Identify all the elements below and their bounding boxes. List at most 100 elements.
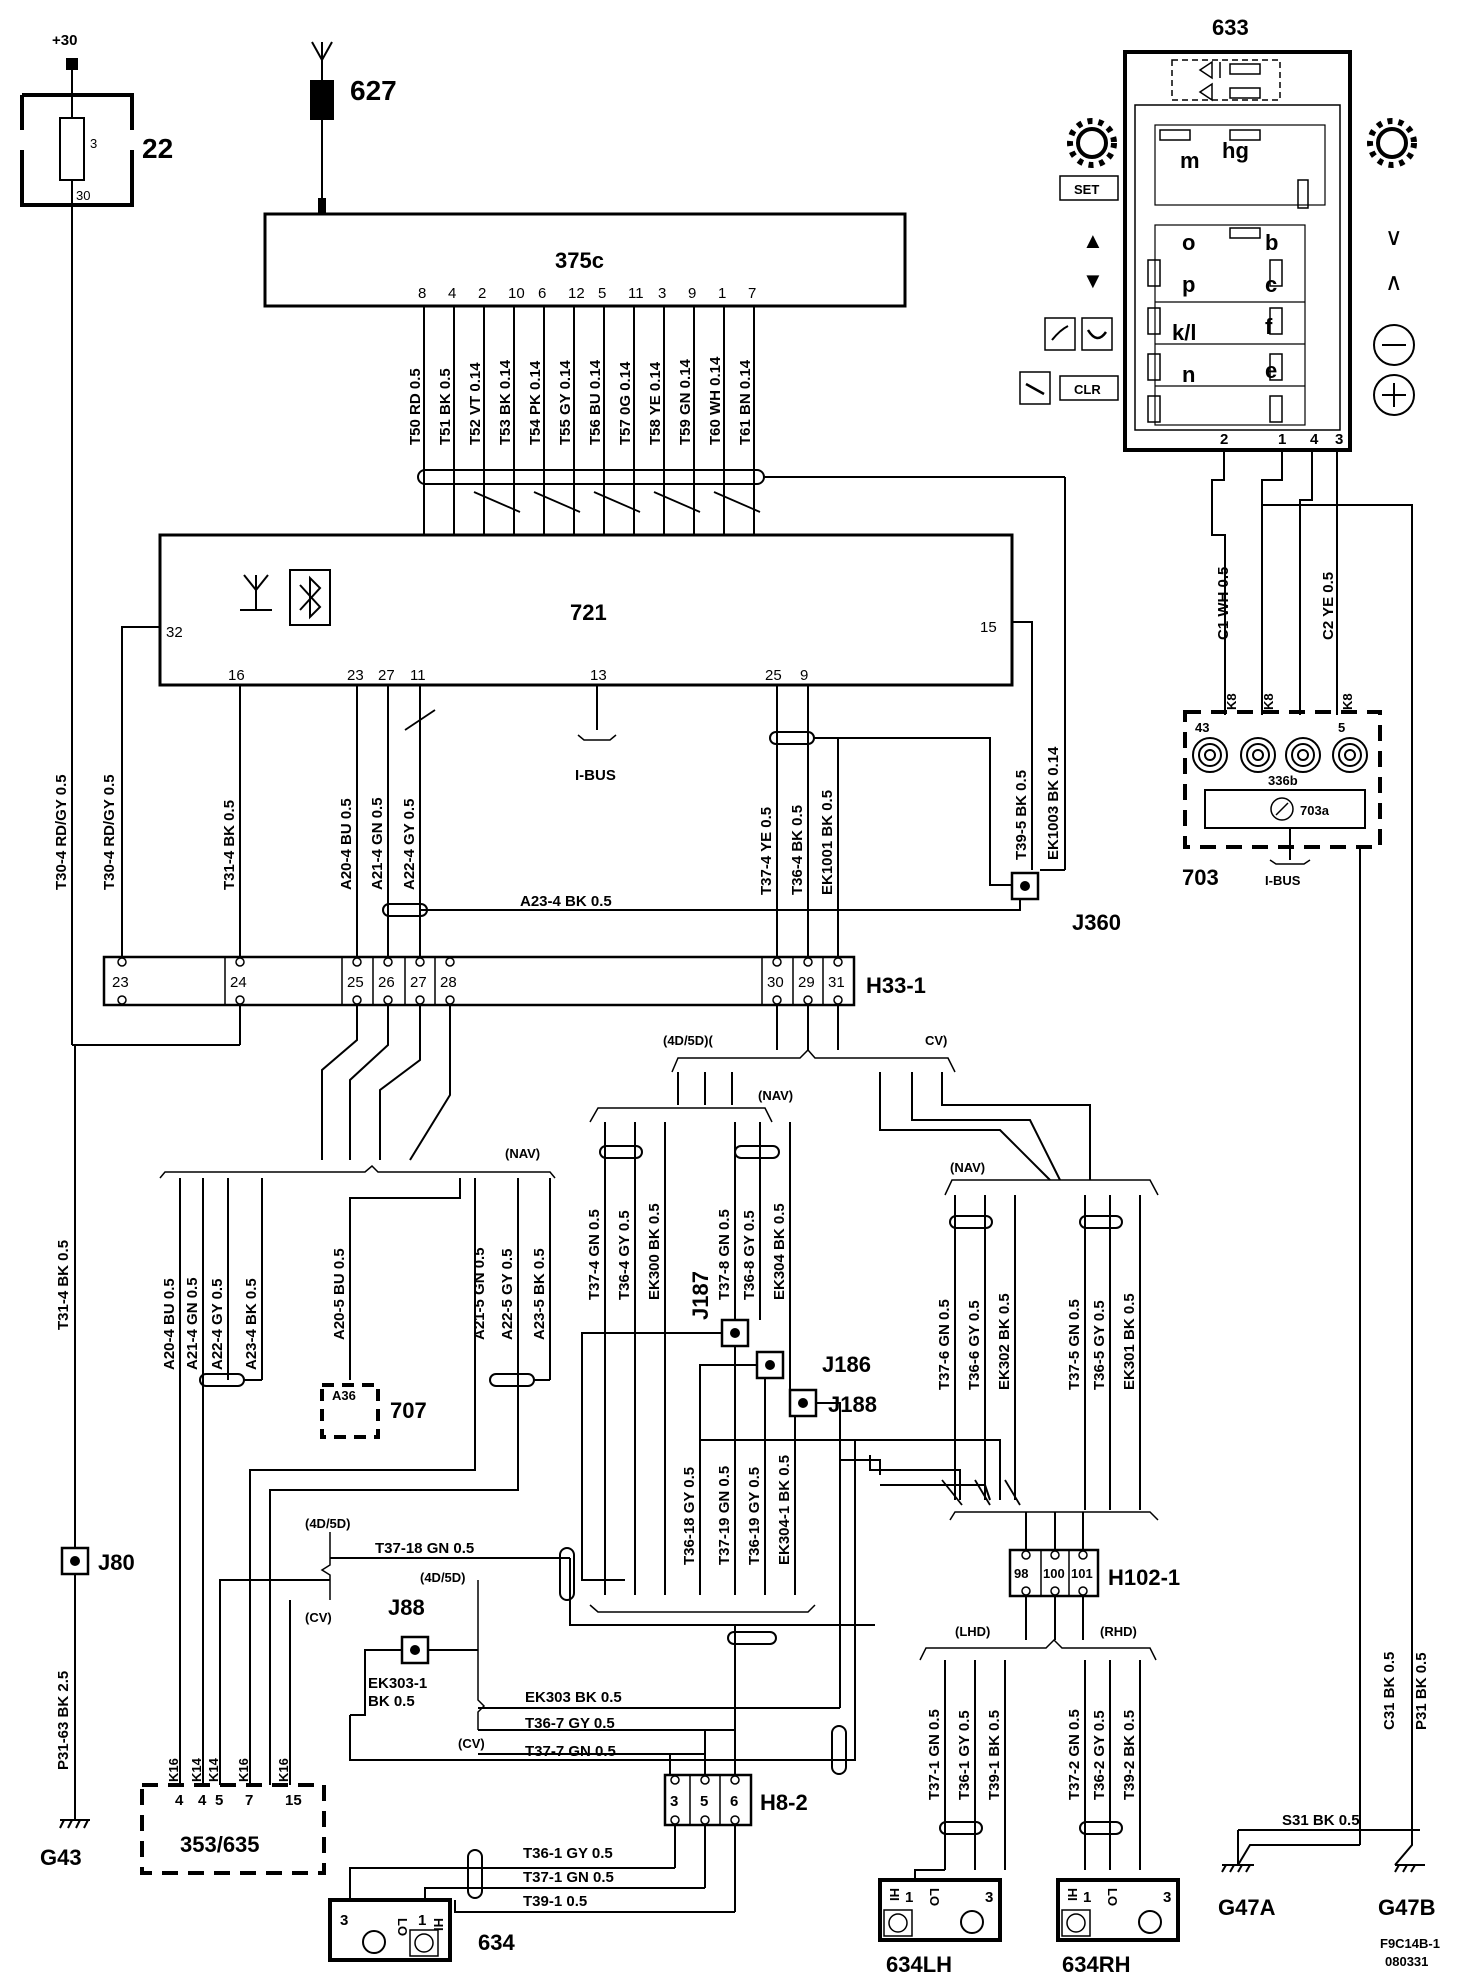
junction-J187-label: J187 — [688, 1271, 713, 1320]
wire-ek304: EK304 BK 0.5 — [771, 1203, 788, 1300]
wire-t3619: T36-19 GY 0.5 — [746, 1467, 763, 1565]
wire-ek300: EK300 BK 0.5 — [646, 1203, 663, 1300]
wire-a214b: A21-4 GN 0.5 — [184, 1277, 201, 1370]
clr-button-label: CLR — [1074, 382, 1101, 397]
wire-ek1003: EK1003 BK 0.14 — [1045, 746, 1062, 860]
chevron-down-icon: ∨ — [1385, 224, 1403, 251]
wire-t374b: T37-4 GN 0.5 — [586, 1209, 603, 1300]
wire-t362: T36-2 GY 0.5 — [1091, 1710, 1108, 1800]
wire-t3718: T37-18 GN 0.5 — [375, 1540, 474, 1557]
wire-t365: T36-5 GY 0.5 — [1091, 1300, 1108, 1390]
switch-kl: k/l — [1172, 320, 1196, 345]
coil-icon-4 — [1332, 737, 1368, 773]
clr-button: CLR — [1059, 375, 1119, 401]
antenna-small-icon — [240, 574, 272, 611]
wire-bus-11: T61 BN 0.14 — [737, 359, 754, 445]
fuse-label: 22 — [142, 133, 173, 164]
sw633-pin3: 3 — [1335, 431, 1343, 448]
fuse-22: +30 3 30 22 — [20, 32, 173, 1046]
ground-G43-label: G43 — [40, 1845, 82, 1870]
label-4d5d-top: (4D/5D)( — [663, 1033, 714, 1048]
speaker-634LH-label: 634LH — [886, 1952, 952, 1976]
m353-pin-3: 7 — [245, 1792, 253, 1809]
wire-t371: T37-1 GN 0.5 — [523, 1869, 614, 1886]
minus-icon — [1373, 324, 1415, 366]
junction-J80-label: J80 — [98, 1550, 135, 1575]
wire-a204: A20-4 BU 0.5 — [338, 798, 355, 890]
h33-pin-26: 26 — [378, 974, 395, 991]
k8-label-3: K8 — [1340, 693, 1355, 710]
pin-27: 27 — [378, 667, 395, 684]
wire-t391: T39-1 0.5 — [523, 1893, 587, 1910]
connector-H102-1-label: H102-1 — [1108, 1565, 1180, 1590]
h33-pin-24: 24 — [230, 974, 247, 991]
wire-p3163: P31-63 BK 2.5 — [55, 1671, 72, 1770]
junction-J186-label: J186 — [822, 1352, 871, 1377]
ibus-703-label: I-BUS — [1265, 873, 1301, 888]
h102-pin-101: 101 — [1071, 1566, 1093, 1581]
wire-a235: A23-5 BK 0.5 — [531, 1248, 548, 1340]
sw633-pin2: 2 — [1220, 431, 1228, 448]
pin-375c-4: 6 — [538, 285, 546, 302]
pin-5: 5 — [1338, 720, 1345, 735]
connector-707: A36 707 — [320, 1383, 427, 1439]
speaker-icon — [409, 1929, 439, 1957]
wire-a215: A21-5 GN 0.5 — [471, 1247, 488, 1340]
connector-H33-1-label: H33-1 — [866, 973, 926, 998]
m353-k-3: K16 — [236, 1758, 251, 1782]
connector-H102-1-pins: 98 100 101 — [1014, 1550, 1093, 1596]
wire-bus-1: T51 BK 0.5 — [437, 368, 454, 445]
wire-t368: T36-8 GY 0.5 — [741, 1210, 758, 1300]
pin-375c-10: 1 — [718, 285, 726, 302]
wire-a214: A21-4 GN 0.5 — [369, 797, 386, 890]
connector-A36-label: A36 — [332, 1388, 356, 1403]
spk634-pin3: 3 — [340, 1912, 348, 1929]
spk634lh-lo: LO — [927, 1888, 942, 1906]
ground-G47A-label: G47A — [1218, 1895, 1276, 1920]
h33-pin-25: 25 — [347, 974, 364, 991]
wire-t374: T37-4 YE 0.5 — [758, 807, 775, 895]
pin-13: 13 — [590, 667, 607, 684]
wire-bus-6: T56 BU 0.14 — [587, 359, 604, 445]
spk634-pin1: 1 — [418, 1912, 426, 1929]
wire-t366: T36-6 GY 0.5 — [966, 1300, 983, 1390]
wire-bus-0: T50 RD 0.5 — [407, 368, 424, 445]
wire-t3719: T37-19 GN 0.5 — [716, 1466, 733, 1565]
pin-9: 9 — [800, 667, 808, 684]
coil-icon-3 — [1285, 737, 1321, 773]
label-cv-left: (CV) — [305, 1610, 332, 1625]
connector-707-label: 707 — [390, 1398, 427, 1423]
wire-c31: C31 BK 0.5 — [1381, 1652, 1398, 1730]
unit-721: 721 32 16 23 27 11 13 25 9 15 — [158, 533, 1014, 687]
junction-J360: J360 — [1010, 871, 1121, 935]
h8-pin-5: 5 — [700, 1793, 708, 1810]
h102-pin-98: 98 — [1014, 1566, 1028, 1581]
h33-pin-30: 30 — [767, 974, 784, 991]
pin-375c-9: 9 — [688, 285, 696, 302]
label-4d5d-left: (4D/5D) — [305, 1516, 351, 1531]
junction-J80: J80 — [60, 1546, 135, 1576]
coil-icon-2 — [1240, 737, 1276, 773]
wire-t371b: T37-1 GN 0.5 — [926, 1709, 943, 1800]
wire-ek303: EK303 BK 0.5 — [525, 1689, 622, 1706]
spk634lh-hi: HI — [887, 1888, 902, 1901]
wire-t364b: T36-4 GY 0.5 — [616, 1210, 633, 1300]
h33-pin-23: 23 — [112, 974, 129, 991]
spk634rh-pin3: 3 — [1163, 1889, 1171, 1906]
ibus-label: I-BUS — [575, 767, 616, 784]
spk634-lo: LO — [395, 1918, 410, 1936]
connector-H8-2-label: H8-2 — [760, 1790, 808, 1815]
wire-a205: A20-5 BU 0.5 — [331, 1248, 348, 1340]
junction-J88-label: J88 — [388, 1595, 425, 1620]
h102-pin-100: 100 — [1043, 1566, 1065, 1581]
label-cv-mid: (CV) — [458, 1736, 485, 1751]
doc-id: F9C14B-1 — [1380, 1936, 1440, 1951]
h33-pin-28: 28 — [440, 974, 457, 991]
m353-pin-4: 15 — [285, 1792, 302, 1809]
pin-23: 23 — [347, 667, 364, 684]
switch-panel-633: 633 m hg o b p c k/l f n e 2 1 — [1123, 15, 1352, 452]
switch-hg: hg — [1222, 138, 1249, 163]
